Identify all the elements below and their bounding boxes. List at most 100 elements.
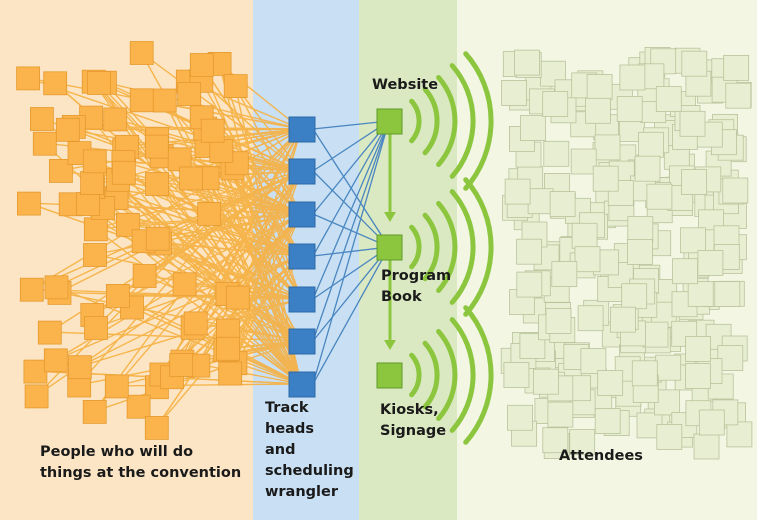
broadcast-arc [463,305,494,445]
kiosks-label-line-1: Kiosks, [380,402,439,418]
track-heads-label-line-2: heads [265,421,314,437]
person-square [129,41,154,65]
attendee-square [610,306,636,333]
attendee-square [627,238,653,265]
people-to-track-line [55,286,302,385]
people-to-track-line [236,296,302,385]
track-to-media-line [312,246,390,342]
person-square [29,107,54,131]
person-square [43,71,68,96]
track-heads-label: Track heads and scheduling wrangler [265,398,354,503]
track-to-media-line [312,246,390,300]
person-square [223,74,248,98]
attendee-square [726,421,753,448]
attendee-square [679,110,706,137]
person-square [111,160,136,185]
track-head-square [288,286,316,313]
people-to-track-line [122,171,302,385]
kiosks-label-line-2: Signage [380,423,447,439]
person-square [103,107,128,132]
attendee-square [527,188,554,215]
attendee-square [585,97,611,124]
broadcast-arc [422,86,440,156]
person-square [43,348,68,373]
person-square [16,191,41,216]
media-nodes [376,108,403,389]
person-square [55,117,80,142]
track-heads-column [288,116,316,398]
person-square [169,353,194,377]
flow-arrow-head [384,340,396,350]
attendee-square [672,258,698,285]
broadcast-arc [422,340,440,410]
attendee-square [580,348,607,375]
people-to-track-line [93,160,302,385]
track-to-media-line [312,120,390,172]
track-head-square [288,243,316,270]
person-square [126,394,151,419]
program-book-node [376,234,403,261]
people-label: People who will do things at the convent… [40,442,241,484]
broadcast-arc [463,51,494,191]
attendee-square [503,362,530,388]
attendee-square [597,369,624,396]
attendee-square [516,271,543,298]
kiosks-label: Kiosks, Signage [380,400,446,442]
attendee-square [586,74,613,100]
attendee-square [646,183,673,210]
attendee-square [545,307,572,334]
track-head-square [288,158,316,185]
track-head-square [288,116,316,143]
people-cluster [16,41,250,440]
attendee-square [722,177,749,204]
people-to-track-line [55,170,302,288]
people-to-track-line [55,255,302,361]
media-flow-arrows [384,134,396,350]
person-square [80,171,104,195]
people-to-track-line [200,64,302,215]
attendee-square [685,363,711,389]
attendee-square [543,140,570,167]
person-square [49,158,73,183]
attendee-square [693,433,720,460]
attendee-square [631,360,658,387]
person-square [19,277,44,302]
attendee-square [656,423,683,450]
person-square [177,82,202,106]
track-to-media-line [312,120,390,342]
person-square [132,264,157,288]
attendee-square [542,91,569,117]
attendee-square [723,55,750,81]
attendee-square [642,321,669,348]
broadcast-arc [436,329,458,421]
attendee-square [507,404,534,431]
people-to-track-line [200,64,302,300]
broadcast-waves [409,51,494,445]
broadcast-arc [463,177,494,317]
track-to-media-line [312,120,390,215]
track-to-media-line [312,120,390,130]
attendee-square [514,49,540,76]
broadcast-arc [422,212,440,282]
broadcast-arc [449,189,476,305]
website-node [376,108,403,135]
person-square [129,88,154,113]
attendee-square [619,64,646,91]
track-heads-label-line-1: Track [265,400,309,416]
person-square [145,172,169,196]
attendee-square [685,336,711,362]
people-to-track-line [58,170,302,294]
attendee-square [574,246,601,273]
person-square [44,275,69,300]
attendee-square [638,131,664,158]
attendee-square [570,148,597,175]
person-square [197,201,222,226]
attendee-square [549,191,576,218]
attendee-square [698,409,725,436]
attendee-square [501,80,527,106]
person-square [216,336,241,361]
attendee-square [655,86,682,112]
kiosk-node [376,362,403,389]
track-to-media-line [312,120,390,385]
